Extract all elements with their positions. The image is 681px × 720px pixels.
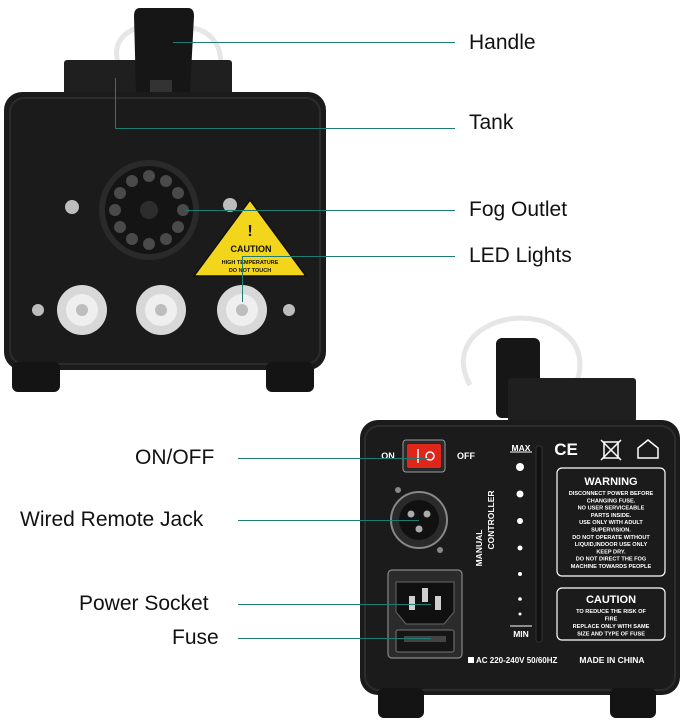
handle-shape (134, 8, 194, 92)
fuse-callout-line (238, 638, 431, 640)
handle-callout-line (173, 42, 455, 44)
led-callout-vline (242, 256, 244, 302)
warning-panel (556, 467, 666, 577)
led-light (136, 285, 186, 335)
label-text-line: KEEP DRY. (596, 549, 626, 555)
screw-icon (223, 198, 237, 212)
dial-min-label: MIN (513, 629, 529, 639)
tank-callout-line (115, 128, 455, 130)
led-lights-label: LED Lights (469, 244, 572, 267)
on-off-label: ON/OFF (135, 446, 215, 469)
made-in-label: MADE IN CHINA (579, 655, 644, 665)
label-text-line: FIRE (605, 617, 618, 623)
fog-outlet-holes (109, 170, 189, 250)
indoor-use-icon (637, 439, 659, 459)
label-text-line: LIQUID,INDOOR USE ONLY (575, 542, 648, 548)
tank-label: Tank (469, 111, 514, 134)
on-off-callout-line (238, 458, 428, 460)
label-text-line: USE ONLY WITH ADULT (579, 520, 643, 526)
switch-off-label: OFF (457, 451, 475, 461)
power-socket-callout-line (238, 604, 431, 606)
voltage-label: AC 220-240V 50/60HZ (476, 656, 557, 665)
fog-outlet-callout-line (186, 210, 455, 212)
dial-max-label: MAX (512, 443, 531, 453)
label-text-line: DISCONNECT POWER BEFORE (569, 491, 654, 497)
switch-on-label: ON (381, 451, 395, 461)
ce-mark: CE (554, 440, 578, 459)
handle-label: Handle (469, 31, 536, 54)
back-foot-left (378, 688, 424, 718)
screw-icon (283, 304, 295, 316)
manual-controller-line2: CONTROLLER (486, 490, 496, 549)
back-foot-right (610, 688, 656, 718)
jack-callout-line (238, 520, 419, 522)
power-socket-label: Power Socket (79, 592, 209, 615)
warning-title: WARNING (584, 476, 637, 488)
screw-icon (32, 304, 44, 316)
label-text-line: MACHINE TOWARDS PEOPLE (571, 564, 652, 570)
front-caution-line2: DO NOT TOUCH (229, 268, 271, 274)
fuse-label: Fuse (172, 626, 219, 649)
dial-scale-dots (516, 463, 524, 616)
label-text-line: TO REDUCE THE RISK OF (576, 609, 646, 615)
label-text-line: NO USER SERVICEABLE (578, 506, 645, 512)
front-caution-line1: HIGH TEMPERATURE (222, 260, 279, 266)
back-tank (508, 378, 636, 422)
label-text-line: CHANGING FUSE. (587, 498, 636, 504)
led-light (217, 285, 267, 335)
label-text-line: DO NOT DIRECT THE FOG (576, 557, 647, 563)
back-caution-title: CAUTION (586, 594, 636, 606)
front-caution-title: CAUTION (231, 244, 272, 254)
dial-slot[interactable] (535, 445, 543, 643)
back-tube (461, 315, 583, 397)
led-light (57, 285, 107, 335)
front-foot-left (12, 362, 60, 392)
label-text-line: PARTS INSIDE. (591, 513, 632, 519)
wired-remote-jack-label: Wired Remote Jack (20, 508, 204, 531)
fog-outlet-label: Fog Outlet (469, 198, 568, 221)
caution-panel (556, 587, 666, 641)
weee-bin-icon (600, 439, 622, 461)
svg-text:!: ! (247, 223, 252, 240)
screw-icon (65, 200, 79, 214)
label-text-line: DO NOT OPERATE WITHOUT (572, 535, 650, 541)
label-text-line: SUPERVISION. (591, 528, 631, 534)
label-text-line: SIZE AND TYPE OF FUSE (577, 632, 645, 638)
label-text-line: REPLACE ONLY WITH SAME (573, 624, 650, 630)
manual-controller-line1: MANUAL (474, 530, 484, 567)
led-callout-line (242, 256, 455, 258)
tank-callout-vline (115, 78, 117, 128)
front-foot-right (266, 362, 314, 392)
